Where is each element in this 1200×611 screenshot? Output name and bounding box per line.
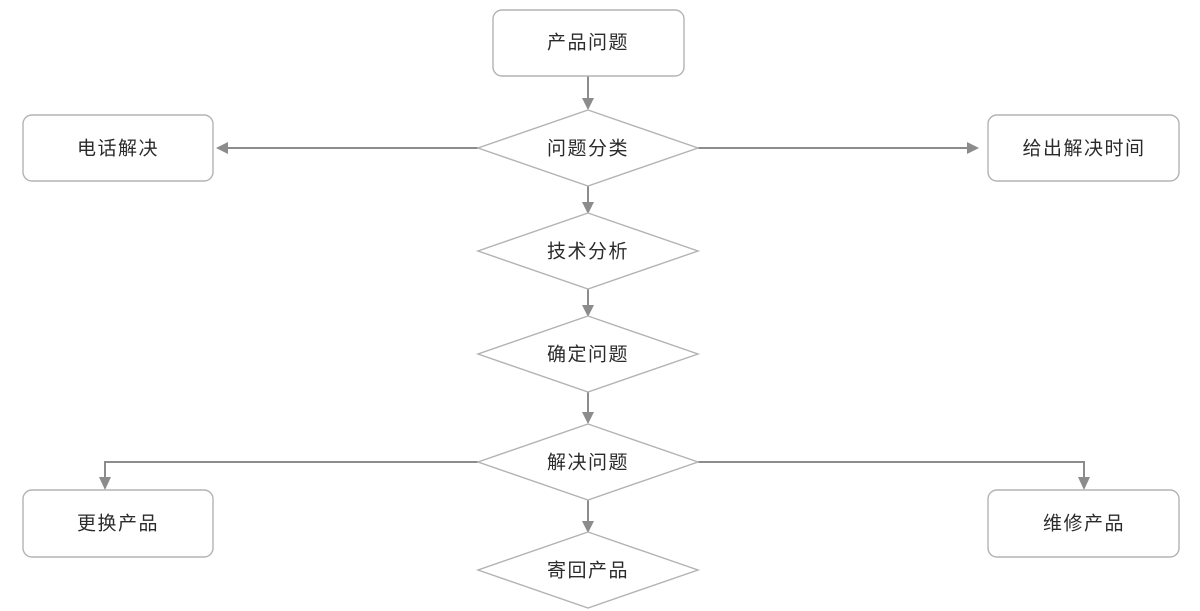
node-issue-category[interactable]: 问题分类 bbox=[475, 109, 701, 187]
node-label: 技术分析 bbox=[547, 240, 629, 262]
node-shape-diamond[interactable] bbox=[475, 531, 701, 609]
arrowhead-right-icon bbox=[967, 142, 979, 154]
node-label: 解决问题 bbox=[547, 451, 629, 473]
node-label: 维修产品 bbox=[1043, 512, 1125, 534]
arrowhead-down-icon bbox=[99, 477, 111, 490]
node-shape-diamond[interactable] bbox=[475, 315, 701, 393]
arrowhead-down-icon bbox=[582, 521, 594, 533]
edge-resolve-issue-to-return-product bbox=[582, 500, 594, 533]
node-give-eta[interactable]: 给出解决时间 bbox=[987, 114, 1180, 182]
node-shape-diamond[interactable] bbox=[475, 109, 701, 187]
node-shape-diamond[interactable] bbox=[475, 423, 701, 501]
edge-tech-analysis-to-confirm-issue bbox=[582, 289, 594, 317]
node-label: 确定问题 bbox=[547, 343, 629, 365]
arrowhead-down-icon bbox=[582, 98, 594, 110]
node-phone-resolve[interactable]: 电话解决 bbox=[22, 114, 214, 182]
node-return-product[interactable]: 寄回产品 bbox=[475, 531, 701, 609]
edge-confirm-issue-to-resolve-issue bbox=[582, 392, 594, 424]
node-shape-diamond[interactable] bbox=[475, 212, 701, 290]
arrowhead-left-icon bbox=[216, 142, 228, 154]
node-layer: 产品问题 问题分类 电话解决 给出解决时间 技术分析 bbox=[22, 9, 1180, 609]
node-confirm-issue[interactable]: 确定问题 bbox=[475, 315, 701, 393]
node-label: 产品问题 bbox=[547, 31, 629, 53]
edge-product-issue-to-issue-category bbox=[582, 75, 594, 110]
node-label: 问题分类 bbox=[547, 137, 629, 159]
edge-resolve-issue-to-repair-product bbox=[698, 461, 1090, 490]
arrowhead-down-icon bbox=[582, 305, 594, 317]
node-label: 寄回产品 bbox=[547, 559, 629, 581]
node-shape-rounded-rect[interactable] bbox=[987, 489, 1180, 558]
arrowhead-down-icon bbox=[582, 412, 594, 424]
edge-layer bbox=[99, 75, 1090, 533]
node-repair-product[interactable]: 维修产品 bbox=[987, 489, 1180, 558]
arrowhead-down-icon bbox=[582, 202, 594, 214]
node-tech-analysis[interactable]: 技术分析 bbox=[475, 212, 701, 290]
edge-issue-category-to-phone-resolve bbox=[216, 142, 478, 154]
edge-issue-category-to-give-eta bbox=[698, 142, 979, 154]
node-product-issue[interactable]: 产品问题 bbox=[492, 9, 685, 77]
node-replace-product[interactable]: 更换产品 bbox=[22, 489, 214, 558]
node-shape-rounded-rect[interactable] bbox=[22, 489, 214, 558]
arrowhead-down-icon bbox=[1078, 477, 1090, 490]
edge-line bbox=[698, 461, 1085, 479]
node-label: 更换产品 bbox=[77, 512, 159, 534]
node-shape-rounded-rect[interactable] bbox=[22, 114, 214, 182]
edge-resolve-issue-to-replace-product bbox=[99, 461, 478, 490]
node-shape-rounded-rect[interactable] bbox=[492, 9, 685, 77]
edge-line bbox=[104, 461, 478, 479]
node-label: 给出解决时间 bbox=[1022, 137, 1145, 159]
node-shape-rounded-rect[interactable] bbox=[987, 114, 1180, 182]
edge-issue-category-to-tech-analysis bbox=[582, 186, 594, 214]
node-resolve-issue[interactable]: 解决问题 bbox=[475, 423, 701, 501]
node-label: 电话解决 bbox=[77, 137, 159, 159]
